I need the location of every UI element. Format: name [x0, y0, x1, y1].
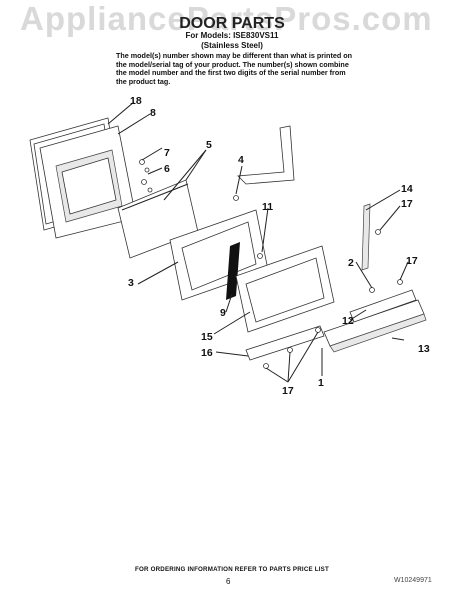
- callout-18: 18: [130, 95, 142, 107]
- model-line: For Models: ISE830VS11: [185, 31, 279, 40]
- callout-8: 8: [150, 107, 156, 119]
- variant-line: (Stainless Steel): [201, 41, 263, 50]
- callout-3: 3: [128, 277, 134, 289]
- bottom-trim: [245, 325, 325, 361]
- callout-17-c: 17: [282, 385, 294, 397]
- callout-labels: 18 8 7 6 5 4 11 14 17 3 9 2 17 12 15 13 …: [128, 95, 430, 397]
- insulation-strip: [226, 242, 240, 300]
- leader-lines: [107, 101, 409, 383]
- page-number: 6: [226, 577, 231, 586]
- callout-5: 5: [206, 139, 212, 151]
- hinge-bracket: [233, 125, 295, 201]
- callout-7: 7: [164, 147, 170, 159]
- callout-17-b: 17: [406, 255, 418, 267]
- callout-12: 12: [342, 315, 354, 327]
- ordering-info: FOR ORDERING INFORMATION REFER TO PARTS …: [135, 566, 329, 573]
- side-trim: [361, 203, 381, 271]
- callout-11: 11: [262, 201, 273, 213]
- callout-13: 13: [418, 343, 430, 355]
- screw-11: [257, 253, 263, 259]
- callout-14: 14: [401, 183, 413, 195]
- inner-door-frame: [39, 125, 137, 239]
- callout-6: 6: [164, 163, 170, 175]
- callout-2: 2: [348, 257, 354, 269]
- vent-assembly: [323, 279, 427, 353]
- model-note: The model(s) number shown may be differe…: [116, 51, 353, 86]
- page-title: DOOR PARTS: [179, 15, 285, 32]
- callout-9: 9: [220, 307, 226, 319]
- document-code: W10249971: [394, 577, 432, 584]
- outer-glass-door: [235, 245, 335, 333]
- callout-15: 15: [201, 331, 213, 343]
- screws-7-6: [139, 159, 153, 193]
- callout-4: 4: [238, 154, 244, 166]
- callout-1: 1: [318, 377, 324, 389]
- screws-17-bottom: [263, 327, 321, 369]
- watermark: AppliancePartsPros.com: [20, 0, 433, 37]
- callout-17-a: 17: [401, 198, 413, 210]
- callout-16: 16: [201, 347, 213, 359]
